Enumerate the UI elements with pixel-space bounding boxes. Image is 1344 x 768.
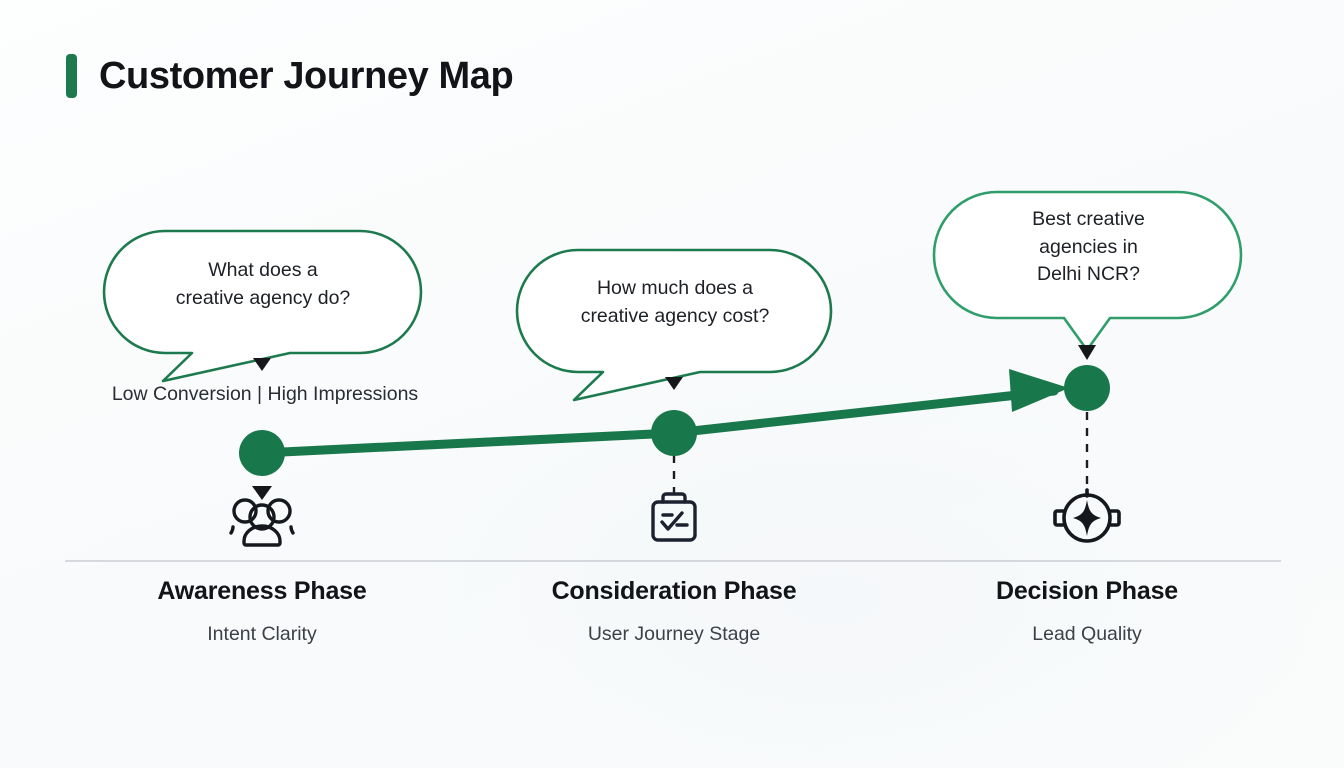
phase-column-consideration: Consideration Phase User Journey Stage (504, 577, 844, 645)
phase-subtitle-consideration: User Journey Stage (587, 622, 761, 645)
phase-subtitle-awareness: Intent Clarity (207, 622, 317, 645)
phase-title-decision: Decision Phase (995, 577, 1178, 605)
node-awareness-pointer (252, 486, 272, 500)
journey-node-awareness[interactable] (239, 430, 285, 476)
conversion-annotation: Low Conversion | High Impressions (111, 383, 419, 405)
target-sparkle-icon (1053, 488, 1121, 543)
accent-bar (66, 54, 77, 98)
trend-arrowhead (1009, 369, 1069, 412)
bubble-awareness-pointer (253, 358, 271, 371)
phase-subtitle-decision: Lead Quality (1032, 622, 1142, 645)
page-title: Customer Journey Map (99, 55, 514, 97)
journey-node-consideration[interactable] (651, 410, 697, 456)
phase-column-decision: Decision Phase Lead Quality (917, 577, 1257, 645)
page-header: Customer Journey Map (66, 54, 514, 98)
bubble-consideration (515, 248, 833, 402)
phase-title-awareness: Awareness Phase (157, 577, 367, 605)
users-group-icon (229, 498, 295, 547)
bubble-decision (932, 190, 1243, 352)
bubble-consideration-pointer (665, 377, 683, 390)
briefcase-check-icon (651, 492, 697, 542)
phase-column-awareness: Awareness Phase Intent Clarity (92, 577, 432, 645)
bubble-awareness (102, 229, 423, 383)
journey-node-decision[interactable] (1064, 365, 1110, 411)
bubble-decision-pointer (1078, 345, 1096, 360)
phase-title-consideration: Consideration Phase (551, 577, 797, 605)
